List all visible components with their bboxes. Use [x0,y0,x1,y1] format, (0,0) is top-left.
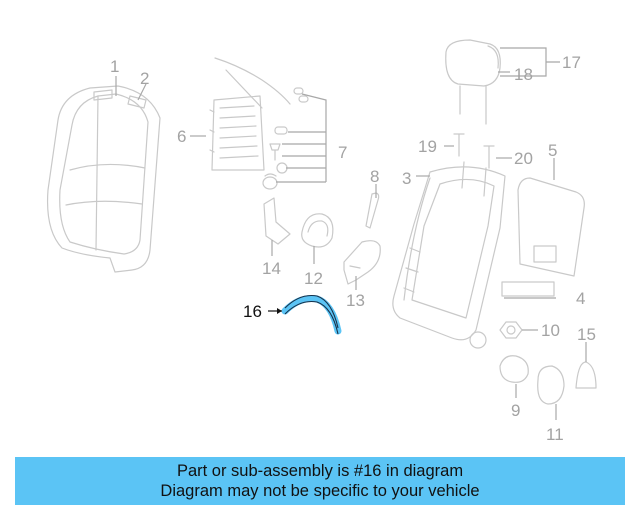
callout-16: 16 [243,302,262,321]
part-16-hose-outline [284,294,339,329]
callout-5: 5 [548,141,557,160]
callout-7: 7 [338,143,347,162]
callout-10: 10 [541,321,560,340]
leader-16-arrow [277,308,282,314]
banner-line-2: Diagram may not be specific to your vehi… [160,482,480,500]
headrest-guides [453,133,495,169]
callout-4: 4 [576,289,585,308]
seat-frame [392,161,506,349]
lever-part-14 [263,197,291,245]
part-16-hose[interactable] [281,295,342,335]
headrest [445,39,501,125]
back-panel [517,177,585,277]
bracket-part-13 [343,240,381,285]
callout-3: 3 [402,169,411,188]
rod-part-8 [365,192,380,229]
round-cover [301,213,334,248]
part-16-hose-outline-lower [284,300,339,335]
callout-2: 2 [140,69,149,88]
callout-19: 19 [418,137,437,156]
info-banner: Part or sub-assembly is #16 in diagram D… [15,457,625,505]
parts-diagram: 1 2 3 4 5 6 7 8 9 10 11 12 13 14 15 16 1… [46,39,597,444]
callout-6: 6 [177,127,186,146]
callout-17: 17 [562,53,581,72]
callout-8: 8 [370,167,379,186]
callout-20: 20 [514,149,533,168]
callout-numbers: 1 2 3 4 5 6 7 8 9 10 11 12 13 14 15 16 1… [110,53,596,444]
leader-lines [115,47,587,420]
callout-14: 14 [262,259,281,278]
banner-line-1: Part or sub-assembly is #16 in diagram [176,462,464,480]
callout-18: 18 [514,65,533,84]
clips [262,87,309,190]
callout-9: 9 [511,401,520,420]
callout-13: 13 [346,291,365,310]
heater-pad [209,57,291,171]
callout-12: 12 [304,269,323,288]
seat-back-cushion [46,85,161,273]
callout-15: 15 [577,325,596,344]
knobs [499,321,597,405]
callout-1: 1 [110,57,119,76]
strip-part-4 [501,281,555,297]
callout-11: 11 [546,425,564,444]
